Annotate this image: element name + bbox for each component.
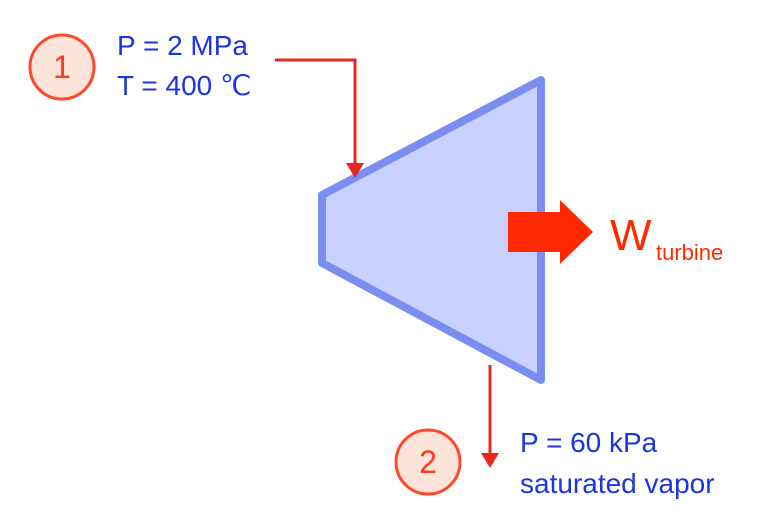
- state-1-pressure: P = 2 MPa: [117, 30, 248, 61]
- state-2-circle: [394, 428, 462, 496]
- work-subscript: turbine: [656, 240, 723, 265]
- state-1-temperature: T = 400 ℃: [117, 70, 251, 101]
- state-1-circle: [28, 33, 96, 101]
- state-2-pressure: P = 60 kPa: [520, 427, 658, 458]
- turbine-body: [318, 76, 545, 384]
- work-symbol: W: [610, 211, 652, 260]
- inlet-flow-arrow: [275, 58, 364, 178]
- outlet-flow-arrow: [481, 365, 499, 468]
- state-2-condition: saturated vapor: [520, 468, 715, 499]
- state-1-number: 1: [53, 49, 71, 85]
- work-output-arrow: [508, 200, 593, 264]
- state-2-number: 2: [419, 444, 437, 480]
- work-label: W turbine: [610, 211, 723, 265]
